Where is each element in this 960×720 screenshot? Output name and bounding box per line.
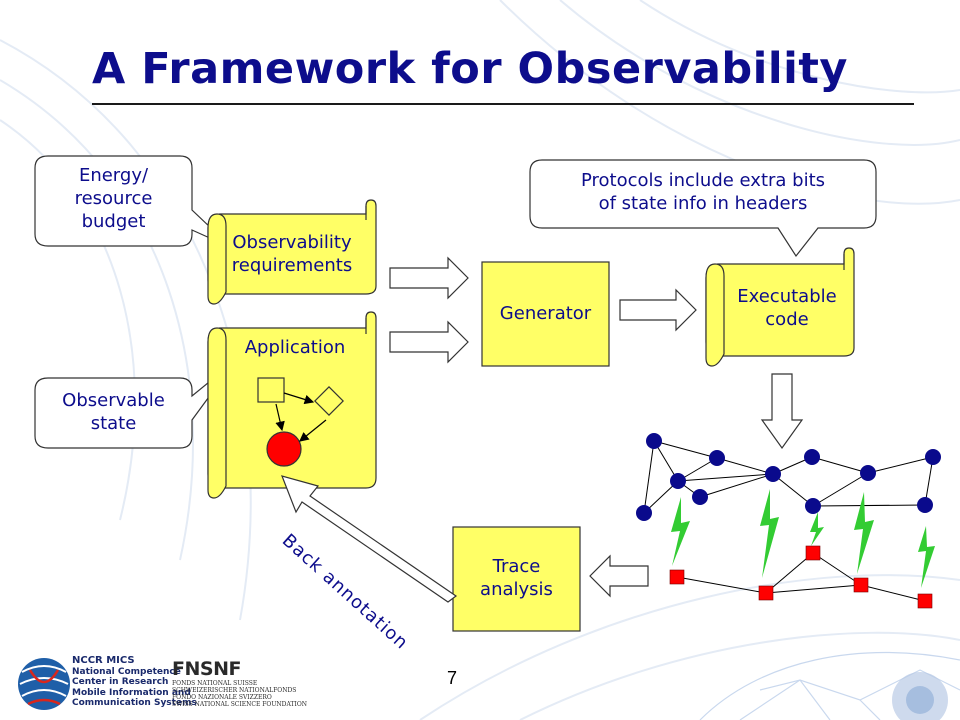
nccr-logo-name: NCCR MICS — [72, 655, 135, 666]
title-underline — [92, 103, 914, 105]
fns-logo-mark: FNSNF — [172, 658, 241, 680]
nccr-logo-line-2: Center in Research — [72, 677, 169, 687]
trace-analysis-box — [452, 526, 581, 632]
app-red-circle-node — [266, 431, 302, 467]
nccr-logo-line-1: National Competence — [72, 666, 181, 677]
scroll-requirements-line-1: Observability — [232, 232, 352, 253]
trace-analysis-label: Trace analysis — [453, 555, 580, 601]
scroll-requirements-line-2: requirements — [231, 255, 353, 276]
slide-title: A Framework for Observability — [92, 44, 848, 94]
arrow-executable-to-network — [760, 373, 804, 450]
fns-logo-line-2: SCHWEIZERISCHER NATIONALFONDS — [172, 687, 297, 694]
fns-logo-text: FONDS NATIONAL SUISSE SCHWEIZERISCHER NA… — [172, 680, 307, 708]
callout-observable-line-2: state — [90, 413, 137, 434]
callout-protocols-bubble — [529, 159, 877, 258]
scroll-executable-code — [705, 247, 855, 367]
scroll-requirements-label: Observability requirements — [216, 231, 368, 277]
callout-observable-text: Observable state — [35, 389, 192, 435]
arrow-back-annotation — [281, 475, 458, 603]
trace-analysis-line-1: Trace — [492, 556, 541, 577]
trace-analysis-line-2: analysis — [480, 579, 553, 600]
scroll-application-label: Application — [244, 337, 346, 358]
nccr-logo-line-4: Communication Systems — [72, 698, 197, 708]
scroll-executable-line-1: Executable — [737, 286, 837, 307]
scroll-application — [207, 311, 377, 499]
sensor-network — [636, 433, 941, 609]
arrow-application-to-generator — [389, 320, 469, 364]
scroll-executable-line-2: code — [765, 309, 809, 330]
scroll-observability-requirements — [207, 199, 377, 305]
scroll-executable-label: Executable code — [722, 285, 852, 331]
callout-energy-line-1: Energy/ — [78, 165, 149, 186]
callout-protocols-line-1: Protocols include extra bits — [580, 170, 826, 191]
callout-energy-bubble — [34, 155, 233, 249]
arrow-generator-to-executable — [619, 288, 697, 332]
generator-label: Generator — [499, 303, 592, 324]
callout-protocols-text: Protocols include extra bits of state in… — [530, 169, 876, 215]
page-number: 7 — [446, 668, 457, 688]
fns-logo-line-4: SWISS NATIONAL SCIENCE FOUNDATION — [172, 701, 308, 708]
fns-logo-line-1: FONDS NATIONAL SUISSE — [172, 680, 258, 687]
nccr-logo-text: NCCR MICS National Competence Center in … — [72, 655, 197, 709]
callout-protocols-line-2: of state info in headers — [598, 193, 808, 214]
nccr-logo-globe — [18, 658, 70, 710]
fns-logo-line-3: FONDO NAZIONALE SVIZZERO — [172, 694, 272, 701]
nccr-logo-line-3: Mobile Information and — [72, 687, 191, 698]
callout-observable-line-1: Observable — [62, 390, 165, 411]
callout-energy-line-2: resource — [74, 188, 153, 209]
app-square-node — [257, 377, 285, 403]
callout-energy-text: Energy/ resource budget — [35, 164, 192, 233]
app-diamond-node — [314, 386, 344, 416]
arrow-network-to-trace — [589, 554, 649, 598]
callout-observable-bubble — [34, 359, 237, 449]
arrow-requirements-to-generator — [389, 256, 469, 300]
callout-energy-line-3: budget — [81, 211, 146, 232]
generator-box — [481, 261, 610, 367]
